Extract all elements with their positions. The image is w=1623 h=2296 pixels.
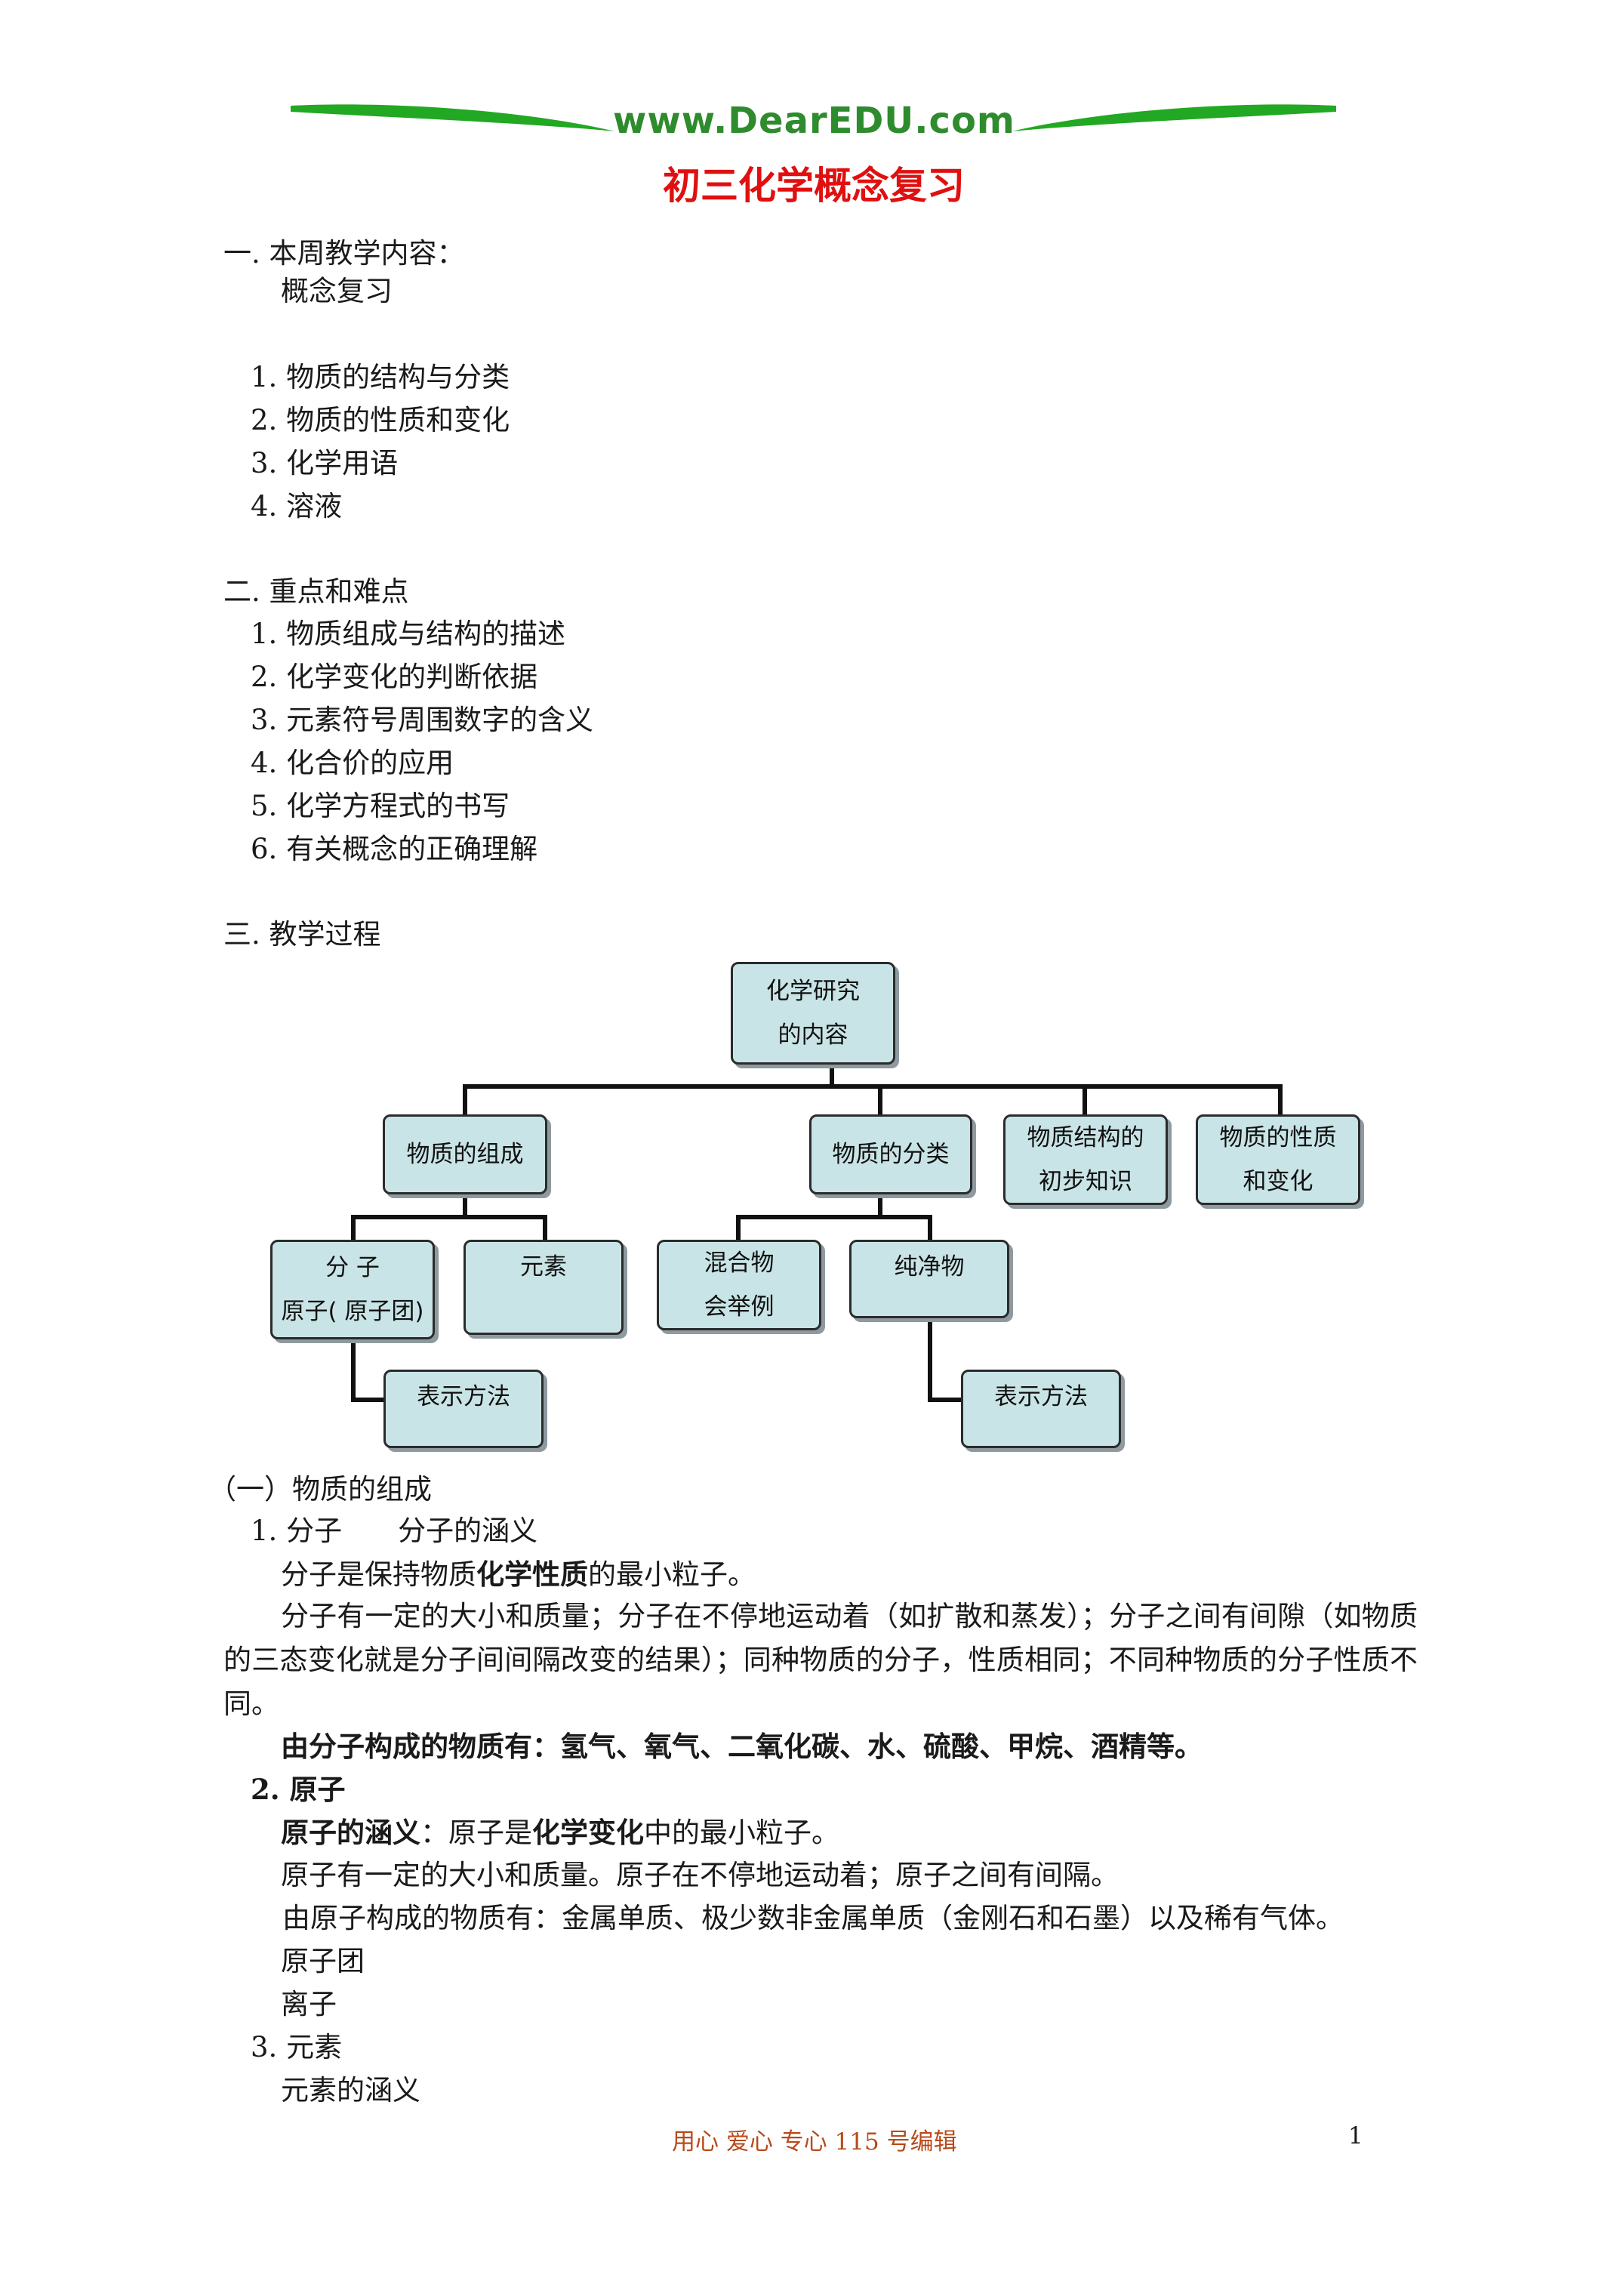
site-url[interactable]: www.DearEDU.com: [613, 100, 1015, 142]
node-label: 分 子: [325, 1254, 380, 1281]
node-label: 原子( 原子团): [281, 1298, 424, 1325]
section2-item-1: 1. 物质组成与结构的描述: [251, 618, 566, 650]
connector: [351, 1215, 356, 1241]
connector: [1278, 1084, 1283, 1116]
connector: [928, 1215, 932, 1241]
node-label: 初步知识: [1039, 1168, 1132, 1195]
atom-description: 原子有一定的大小和质量。原子在不停地运动着；原子之间有间隔。: [281, 1859, 1119, 1891]
node-structure: 物质结构的 初步知识: [1003, 1114, 1168, 1205]
node-composition: 物质的组成: [383, 1114, 547, 1194]
node-label: 表示方法: [417, 1383, 510, 1410]
node-label: 物质的性质: [1219, 1124, 1337, 1151]
text-run: 的最小粒子。: [588, 1558, 756, 1591]
connector: [463, 1190, 467, 1217]
text-run: 分子是保持物质: [281, 1558, 476, 1591]
section2-item-5: 5. 化学方程式的书写: [251, 790, 510, 822]
node-pure-substance: 纯净物: [849, 1240, 1009, 1318]
connector: [736, 1215, 741, 1241]
node-label: 的内容: [778, 1022, 848, 1049]
text-run-bold: 原子的涵义: [281, 1816, 420, 1849]
node-label: 纯净物: [894, 1253, 965, 1281]
connector: [830, 1062, 834, 1087]
connector: [463, 1084, 1283, 1089]
atom-group: 原子团: [281, 1945, 365, 1977]
section2-item-2: 2. 化学变化的判断依据: [251, 661, 538, 693]
node-label: 混合物: [704, 1250, 775, 1277]
node-label: 元素: [520, 1253, 567, 1281]
node-label: 化学研究: [766, 978, 860, 1005]
atom-examples: 由原子构成的物质有：金属单质、极少数非金属单质（金刚石和石墨）以及稀有气体。: [282, 1902, 1344, 1934]
molecule-examples: 由分子构成的物质有：氢气、氧气、二氧化碳、水、硫酸、甲烷、酒精等。: [281, 1730, 1203, 1763]
molecule-description: 分子有一定的大小和质量；分子在不停地运动着（如扩散和蒸发）；分子之间有间隙（如物…: [223, 1600, 1418, 1720]
node-classification: 物质的分类: [809, 1114, 972, 1194]
node-mixture: 混合物 会举例: [657, 1240, 821, 1330]
section1-item-3: 3. 化学用语: [251, 447, 399, 479]
node-label: 和变化: [1243, 1168, 1313, 1195]
part1-heading: （一）物质的组成: [208, 1473, 432, 1505]
atom-definition: 原子的涵义：原子是化学变化中的最小粒子。: [281, 1816, 839, 1850]
ion: 离子: [281, 1988, 337, 2020]
node-label: 表示方法: [994, 1383, 1088, 1410]
section3-heading: 三. 教学过程: [223, 918, 381, 951]
text-run-bold: 化学性质: [476, 1558, 588, 1591]
connector: [1083, 1084, 1087, 1116]
section2-item-6: 6. 有关概念的正确理解: [251, 833, 538, 865]
connector: [351, 1215, 547, 1219]
molecule-definition: 分子是保持物质化学性质的最小粒子。: [281, 1558, 756, 1592]
section2-item-4: 4. 化合价的应用: [251, 747, 454, 779]
element-definition: 元素的涵义: [281, 2074, 420, 2106]
connector: [878, 1084, 882, 1116]
header-green-swoosh-right: [1012, 104, 1336, 131]
node-representation-1: 表示方法: [383, 1370, 544, 1448]
node-molecule: 分 子 原子( 原子团): [270, 1240, 435, 1339]
connector: [736, 1215, 932, 1219]
node-research-content: 化学研究 的内容: [731, 962, 895, 1065]
molecule-heading: 1. 分子 分子的涵义: [251, 1515, 538, 1547]
connector: [463, 1084, 467, 1116]
node-representation-2: 表示方法: [961, 1370, 1121, 1448]
section1-sub: 概念复习: [281, 275, 393, 307]
node-label: 会举例: [704, 1293, 775, 1321]
section1-item-2: 2. 物质的性质和变化: [251, 404, 510, 436]
section2-heading: 二. 重点和难点: [223, 575, 409, 608]
page-number: 1: [1348, 2122, 1363, 2150]
text-run: ：原子是: [420, 1817, 532, 1849]
header-green-swoosh-left: [291, 104, 615, 131]
footer-text: 用心 爱心 专心 115 号编辑: [672, 2128, 957, 2156]
connector: [878, 1190, 882, 1217]
section1-item-1: 1. 物质的结构与分类: [251, 361, 510, 393]
element-heading: 3. 元素: [251, 2031, 343, 2063]
node-element: 元素: [463, 1240, 624, 1335]
page-title: 初三化学概念复习: [663, 163, 965, 208]
connector: [351, 1398, 385, 1402]
text-run-bold: 化学变化: [532, 1816, 644, 1849]
section1-heading: 一. 本周教学内容：: [223, 237, 465, 270]
node-label: 物质结构的: [1027, 1124, 1144, 1151]
node-label: 物质的组成: [406, 1141, 524, 1168]
node-properties: 物质的性质 和变化: [1196, 1114, 1360, 1205]
connector: [928, 1398, 962, 1402]
connector: [928, 1319, 932, 1402]
section1-item-4: 4. 溶液: [251, 490, 343, 522]
text-run: 中的最小粒子。: [644, 1817, 839, 1849]
section2-item-3: 3. 元素符号周围数字的含义: [251, 704, 594, 736]
atom-heading: 2. 原子: [251, 1773, 346, 1806]
node-label: 物质的分类: [832, 1141, 950, 1168]
connector: [543, 1215, 547, 1241]
connector: [351, 1334, 356, 1402]
